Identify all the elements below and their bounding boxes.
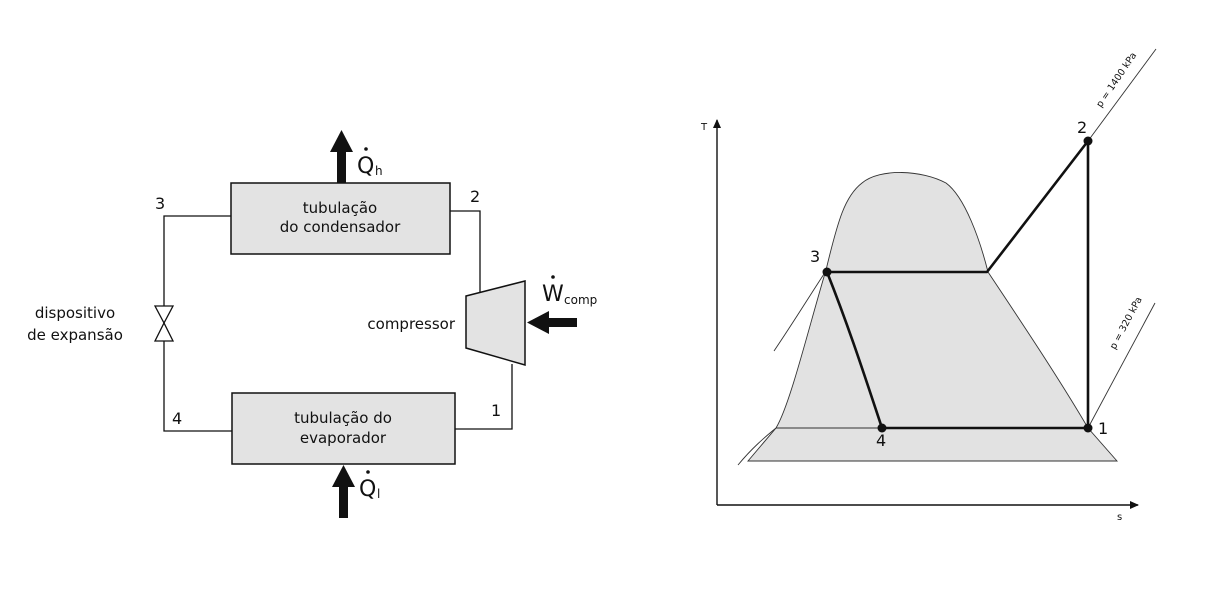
svg-text:l: l — [377, 487, 380, 501]
pipe-expansion-to-3 — [163, 215, 231, 306]
pipe-compressor-to-1 — [455, 364, 513, 430]
state-point-2 — [1083, 136, 1093, 146]
condenser-box — [230, 182, 451, 255]
ts-point-2-label: 2 — [1077, 118, 1087, 137]
state-3-label: 3 — [155, 194, 165, 213]
isobar-low-label: p = 320 kPa — [1108, 295, 1145, 351]
work-in-label: W comp — [542, 275, 597, 307]
state-2-label: 2 — [470, 187, 480, 206]
t-axis-label: T — [700, 122, 708, 133]
s-axis-label: s — [1117, 512, 1122, 523]
ts-point-1-label: 1 — [1098, 419, 1108, 438]
ts-point-4-label: 4 — [876, 431, 886, 450]
state-point-1 — [1083, 423, 1093, 433]
evaporator-label-line1: tubulação do — [294, 409, 392, 427]
state-point-4 — [877, 423, 887, 433]
svg-text:Q: Q — [359, 477, 376, 502]
compressor-label: compressor — [367, 315, 455, 333]
ts-diagram: p = 1400 kPa p = 320 kPa 1 2 3 4 T s — [700, 48, 1157, 523]
svg-text:Q: Q — [357, 154, 374, 179]
two-phase-dome — [747, 172, 1118, 462]
work-in-arrow — [527, 311, 577, 334]
condenser-label-line2: do condensador — [280, 218, 401, 236]
state-4-label: 4 — [172, 409, 182, 428]
isobar-low-line — [1087, 302, 1156, 429]
compressor-shape — [465, 280, 526, 366]
heat-in-arrow — [332, 465, 355, 518]
cycle-path — [825, 139, 1090, 430]
heat-out-label: Q h — [357, 147, 383, 179]
saturated-liquid-line — [773, 270, 827, 352]
refrigeration-cycle-schematic: tubulação do condensador tubulação do ev… — [27, 130, 597, 518]
heat-out-arrow — [330, 130, 353, 183]
pipe-2-to-compressor — [450, 210, 481, 296]
ts-point-3-label: 3 — [810, 247, 820, 266]
expansion-label-line1: dispositivo — [35, 304, 115, 322]
evaporator-label-line2: evaporador — [300, 429, 387, 447]
condenser-label-line1: tubulação — [303, 199, 377, 217]
subcooled-line — [737, 427, 777, 466]
svg-text:comp: comp — [564, 293, 597, 307]
heat-in-label: Q l — [359, 470, 380, 502]
state-1-label: 1 — [491, 401, 501, 420]
state-point-3 — [822, 267, 832, 277]
pipe-4-to-expansion — [163, 341, 232, 432]
expansion-valve-icon — [153, 305, 175, 342]
expansion-label-line2: de expansão — [27, 326, 123, 344]
svg-text:W: W — [542, 282, 564, 307]
svg-text:h: h — [375, 164, 383, 178]
evaporator-box — [231, 392, 456, 465]
isobar-high-line — [1087, 48, 1157, 142]
